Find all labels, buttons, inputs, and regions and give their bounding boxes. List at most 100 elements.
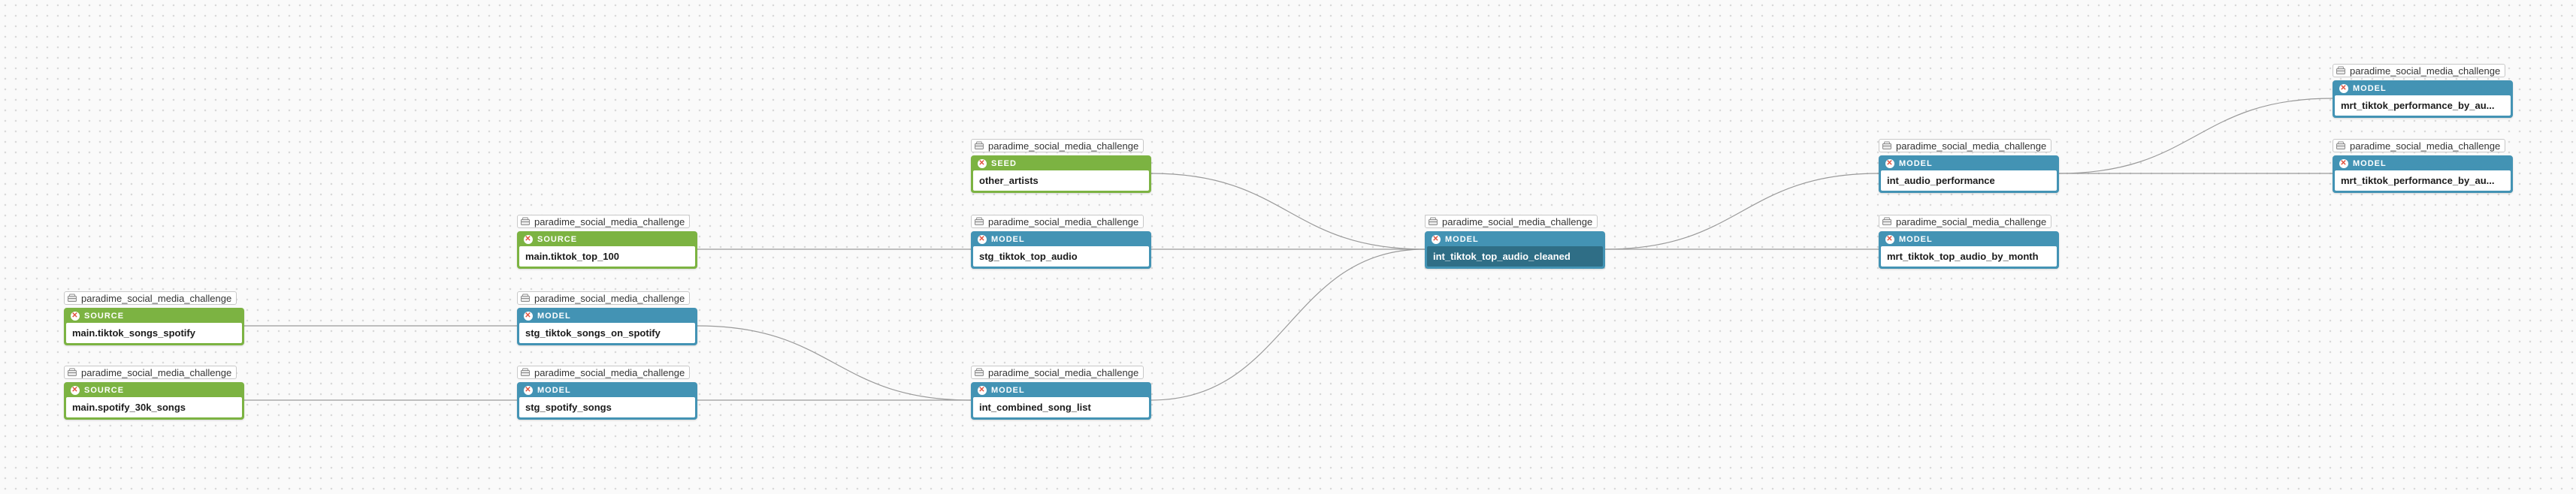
node-type: MODEL bbox=[537, 312, 571, 321]
node-header: ✕ SOURCE bbox=[66, 310, 242, 323]
error-status-icon: ✕ bbox=[1885, 235, 1894, 244]
node-header: ✕ MODEL bbox=[2335, 83, 2511, 95]
error-status-icon: ✕ bbox=[71, 386, 80, 395]
node-name: main.tiktok_songs_spotify bbox=[66, 322, 242, 343]
package-name: paradime_social_media_challenge bbox=[1442, 215, 1593, 227]
error-status-icon: ✕ bbox=[978, 235, 987, 244]
node-name: int_audio_performance bbox=[1881, 170, 2057, 191]
error-status-icon: ✕ bbox=[1432, 235, 1441, 244]
package-name: paradime_social_media_challenge bbox=[534, 292, 685, 304]
lineage-edge bbox=[2058, 98, 2333, 174]
error-status-icon: ✕ bbox=[1885, 159, 1894, 168]
lineage-node[interactable]: paradime_social_media_challenge✕ MODEL mrt… bbox=[2333, 64, 2513, 118]
node-type: MODEL bbox=[2353, 84, 2387, 93]
package-tag: paradime_social_media_challenge bbox=[971, 215, 1144, 228]
error-status-icon: ✕ bbox=[524, 312, 533, 321]
lineage-edge bbox=[1150, 249, 1426, 401]
node-type: SOURCE bbox=[84, 312, 125, 321]
error-status-icon: ✕ bbox=[71, 312, 80, 321]
package-icon bbox=[521, 367, 530, 378]
package-tag: paradime_social_media_challenge bbox=[971, 366, 1144, 379]
package-name: paradime_social_media_challenge bbox=[81, 366, 232, 378]
node-header: ✕MODEL bbox=[973, 384, 1149, 397]
node-name: stg_tiktok_top_audio bbox=[973, 245, 1149, 267]
node-header: ✕SEED bbox=[973, 158, 1149, 170]
node-name: main.tiktok_top_100 bbox=[519, 245, 695, 267]
error-status-icon: ✕ bbox=[524, 386, 533, 395]
package-tag: paradime_social_media_challenge bbox=[517, 291, 691, 305]
package-icon bbox=[1429, 216, 1438, 227]
node-type: MODEL bbox=[1445, 235, 1479, 244]
node-type: MODEL bbox=[1899, 235, 1933, 244]
package-tag: paradime_social_media_challenge bbox=[517, 366, 691, 379]
lineage-edge bbox=[697, 325, 972, 401]
package-tag: paradime_social_media_challenge bbox=[64, 366, 237, 379]
node-name: mrt_tiktok_performance_by_au... bbox=[2335, 95, 2511, 116]
package-name: paradime_social_media_challenge bbox=[1896, 215, 2047, 227]
package-tag: paradime_social_media_challenge bbox=[1879, 139, 2052, 152]
node-card[interactable]: ✕ MODEL mrt_tiktok_performance_by_au... bbox=[2333, 80, 2513, 118]
package-name: paradime_social_media_challenge bbox=[81, 292, 232, 304]
node-name: int_combined_song_list bbox=[973, 396, 1149, 417]
package-name: paradime_social_media_challenge bbox=[988, 140, 1139, 152]
error-status-icon: ✕ bbox=[2339, 159, 2348, 168]
package-tag: paradime_social_media_challenge bbox=[517, 215, 691, 228]
package-name: paradime_social_media_challenge bbox=[988, 366, 1139, 378]
node-type: SEED bbox=[991, 159, 1017, 168]
error-status-icon: ✕ bbox=[2339, 84, 2348, 93]
error-status-icon: ✕ bbox=[524, 235, 533, 244]
node-header: ✕SOURCE bbox=[519, 233, 695, 246]
package-icon bbox=[521, 293, 530, 304]
node-header: ✕ MODEL bbox=[519, 384, 695, 397]
package-name: paradime_social_media_challenge bbox=[1896, 140, 2047, 152]
package-icon bbox=[521, 216, 530, 227]
node-type: SOURCE bbox=[84, 386, 125, 395]
package-icon bbox=[1882, 216, 1891, 227]
node-name: stg_spotify_songs bbox=[519, 396, 695, 417]
package-name: paradime_social_media_challenge bbox=[2350, 65, 2501, 77]
node-header: ✕ MODEL bbox=[1427, 233, 1603, 246]
node-name: mrt_tiktok_performance_by_au... bbox=[2335, 170, 2511, 191]
package-icon bbox=[975, 140, 984, 152]
package-name: paradime_social_media_challenge bbox=[534, 215, 685, 227]
package-icon bbox=[975, 367, 984, 378]
node-name: other_artists bbox=[973, 170, 1149, 191]
node-type: MODEL bbox=[991, 235, 1025, 244]
package-tag: paradime_social_media_challenge bbox=[2333, 64, 2506, 77]
lineage-edge bbox=[1150, 173, 1426, 250]
package-icon bbox=[975, 216, 984, 227]
node-type: MODEL bbox=[991, 386, 1025, 395]
lineage-edge bbox=[1604, 173, 1879, 250]
node-header: ✕ MODEL bbox=[1881, 233, 2057, 246]
node-header: ✕ MODEL bbox=[519, 310, 695, 323]
package-icon bbox=[68, 367, 77, 378]
package-tag: paradime_social_media_challenge bbox=[64, 291, 237, 305]
node-type: MODEL bbox=[537, 386, 571, 395]
node-name: mrt_tiktok_top_audio_by_month bbox=[1881, 245, 2057, 267]
